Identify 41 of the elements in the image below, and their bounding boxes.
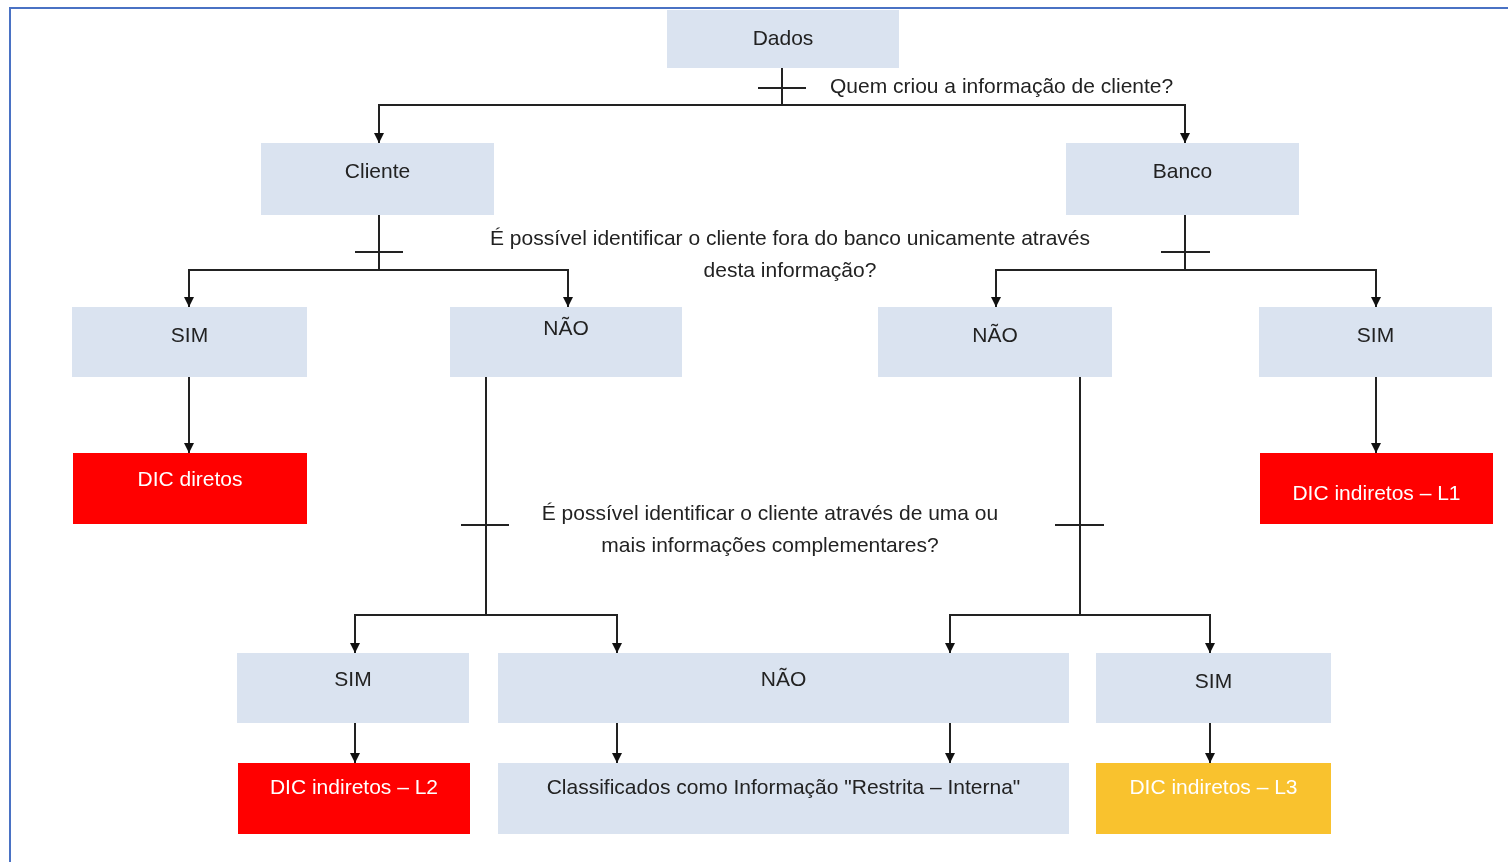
arrow <box>1184 214 1381 308</box>
node-label: Classificados como Informação "Restrita – Interna" <box>545 774 1022 800</box>
process-box <box>1259 307 1492 377</box>
node-label: SIM <box>333 666 373 692</box>
node-label: DIC indiretos – L2 <box>268 774 440 800</box>
node-label: DIC diretos <box>136 466 244 492</box>
question-text: É possível identificar o cliente através de uma ou mais informações complementares? <box>540 500 1000 558</box>
node-label: SIM <box>1193 668 1234 694</box>
node-label: NÃO <box>542 315 590 341</box>
arrow <box>945 722 955 764</box>
node-label: NÃO <box>759 666 808 692</box>
node-label: Banco <box>1151 158 1214 184</box>
process-box <box>878 307 1112 377</box>
process-box <box>72 307 307 377</box>
node-label: SIM <box>1355 322 1396 348</box>
arrow <box>1205 722 1215 764</box>
process-box <box>261 143 494 215</box>
process-box <box>1066 143 1299 215</box>
process-box <box>237 653 469 723</box>
arrow <box>350 722 360 764</box>
result-box <box>238 763 470 834</box>
question-text: É possível identificar o cliente fora do banco unicamente através desta informação? <box>490 225 1090 283</box>
result-box <box>1096 763 1331 834</box>
node-label: SIM <box>169 322 210 348</box>
question-text: Quem criou a informação de cliente? <box>830 73 1175 99</box>
process-box <box>498 653 1069 723</box>
process-box <box>1096 653 1331 723</box>
node-label: Dados <box>751 25 815 51</box>
result-box <box>73 453 307 524</box>
node-label: DIC indiretos – L1 <box>1291 480 1462 506</box>
node-label: DIC indiretos – L3 <box>1128 774 1299 800</box>
arrow <box>378 214 573 308</box>
result-box <box>1260 453 1493 524</box>
process-box <box>498 763 1069 834</box>
arrow <box>612 722 622 764</box>
process-box <box>667 10 899 68</box>
arrow <box>1371 376 1381 454</box>
node-label: Cliente <box>343 158 412 184</box>
process-box <box>450 307 682 377</box>
arrow <box>184 376 194 454</box>
node-label: NÃO <box>971 322 1019 348</box>
